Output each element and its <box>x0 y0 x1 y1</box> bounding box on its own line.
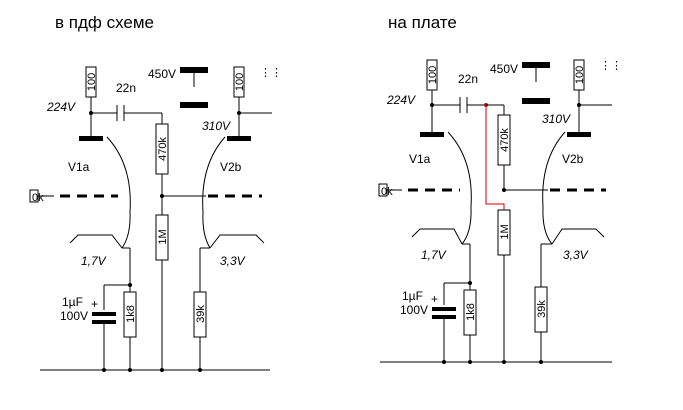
bypass-capacitor-board-plus: + <box>431 292 438 306</box>
cathode-v2b-board <box>551 228 605 245</box>
resistor-100-right-board-label: 100 <box>574 66 586 84</box>
tube-v2b-board-label: V2b <box>562 152 584 166</box>
resistor-100-right-label: 100 <box>234 73 246 91</box>
anode-v2b <box>227 136 251 141</box>
tube-v1a-label: V1a <box>68 160 90 174</box>
resistor-100-left-board-label: 100 <box>427 66 439 84</box>
bypass-capacitor-value: 1µF <box>62 295 83 309</box>
resistor-1k8-board-label: 1k8 <box>465 303 477 321</box>
tube-v1a-board-label: V1a <box>409 152 431 166</box>
coupling-capacitor-board-label: 22n <box>458 72 478 86</box>
cathode-v2b <box>209 234 265 249</box>
anode-voltage-a-board: 224V <box>386 93 416 107</box>
cathode-v1a-board <box>411 228 463 245</box>
cathode-voltage-b-board: 3,3V <box>563 248 589 262</box>
truncated-label-right: ⋮⋮ <box>260 67 282 79</box>
resistor-100-left-label: 100 <box>86 73 98 91</box>
anode-voltage-a: 224V <box>46 100 76 114</box>
anode-v1a-board <box>420 132 444 137</box>
title-board: на плате <box>388 13 457 32</box>
truncated-label-right-board: ⋮⋮ <box>600 60 622 72</box>
tube-envelope-v1a-board <box>447 131 472 245</box>
psu-capacitor-board-top <box>522 62 550 68</box>
tube-v2b-label: V2b <box>220 160 242 174</box>
grid-resistor-partial-label: 0k <box>32 192 44 204</box>
resistor-39k-board-label: 39k <box>536 300 548 318</box>
cathode-voltage-a: 1,7V <box>81 254 107 268</box>
bypass-capacitor-board-value: 1µF <box>402 289 423 303</box>
psu-capacitor-label: 450V <box>148 67 176 81</box>
cathode-v1a <box>69 234 123 249</box>
modified-wire-red <box>485 105 505 210</box>
cathode-voltage-b: 3,3V <box>220 254 246 268</box>
resistor-39k-left-label: 39k <box>195 305 207 323</box>
title-pdf: в пдф схеме <box>55 13 154 32</box>
psu-capacitor-board-label: 450V <box>490 62 518 76</box>
bypass-capacitor-voltage: 100V <box>60 309 88 323</box>
tube-envelope-v2b <box>202 136 226 249</box>
anode-voltage-b-board: 310V <box>542 112 571 126</box>
bypass-capacitor-board-voltage: 100V <box>400 303 428 317</box>
grid-resistor-partial-board-label: 0k <box>381 186 393 198</box>
bypass-capacitor-plus: + <box>91 297 98 311</box>
resistor-1m-board-label: 1M <box>499 224 511 239</box>
resistor-470k-board-label: 470k <box>499 128 511 152</box>
resistor-1m-left-label: 1M <box>157 229 169 244</box>
schematic-pdf: в пдф схеме 100 224V 22n V1a 0k 1,7V <box>29 13 282 372</box>
coupling-capacitor-label: 22n <box>116 81 136 95</box>
psu-capacitor-board-bottom <box>522 98 550 104</box>
anode-v1a <box>79 136 103 141</box>
tube-envelope-v2b-board <box>542 131 566 245</box>
resistor-1k8-left-label: 1k8 <box>125 305 137 323</box>
cathode-voltage-a-board: 1,7V <box>421 248 447 262</box>
psu-capacitor-top <box>180 67 208 73</box>
tube-envelope-v1a <box>106 136 131 249</box>
psu-capacitor-bottom <box>180 102 208 108</box>
resistor-470k-left-label: 470k <box>157 137 169 161</box>
anode-v2b-board <box>567 132 591 137</box>
anode-voltage-b: 310V <box>202 119 231 133</box>
schematic-board: на плате 100 224V 22n V1a 0k 1,7V <box>378 13 622 364</box>
